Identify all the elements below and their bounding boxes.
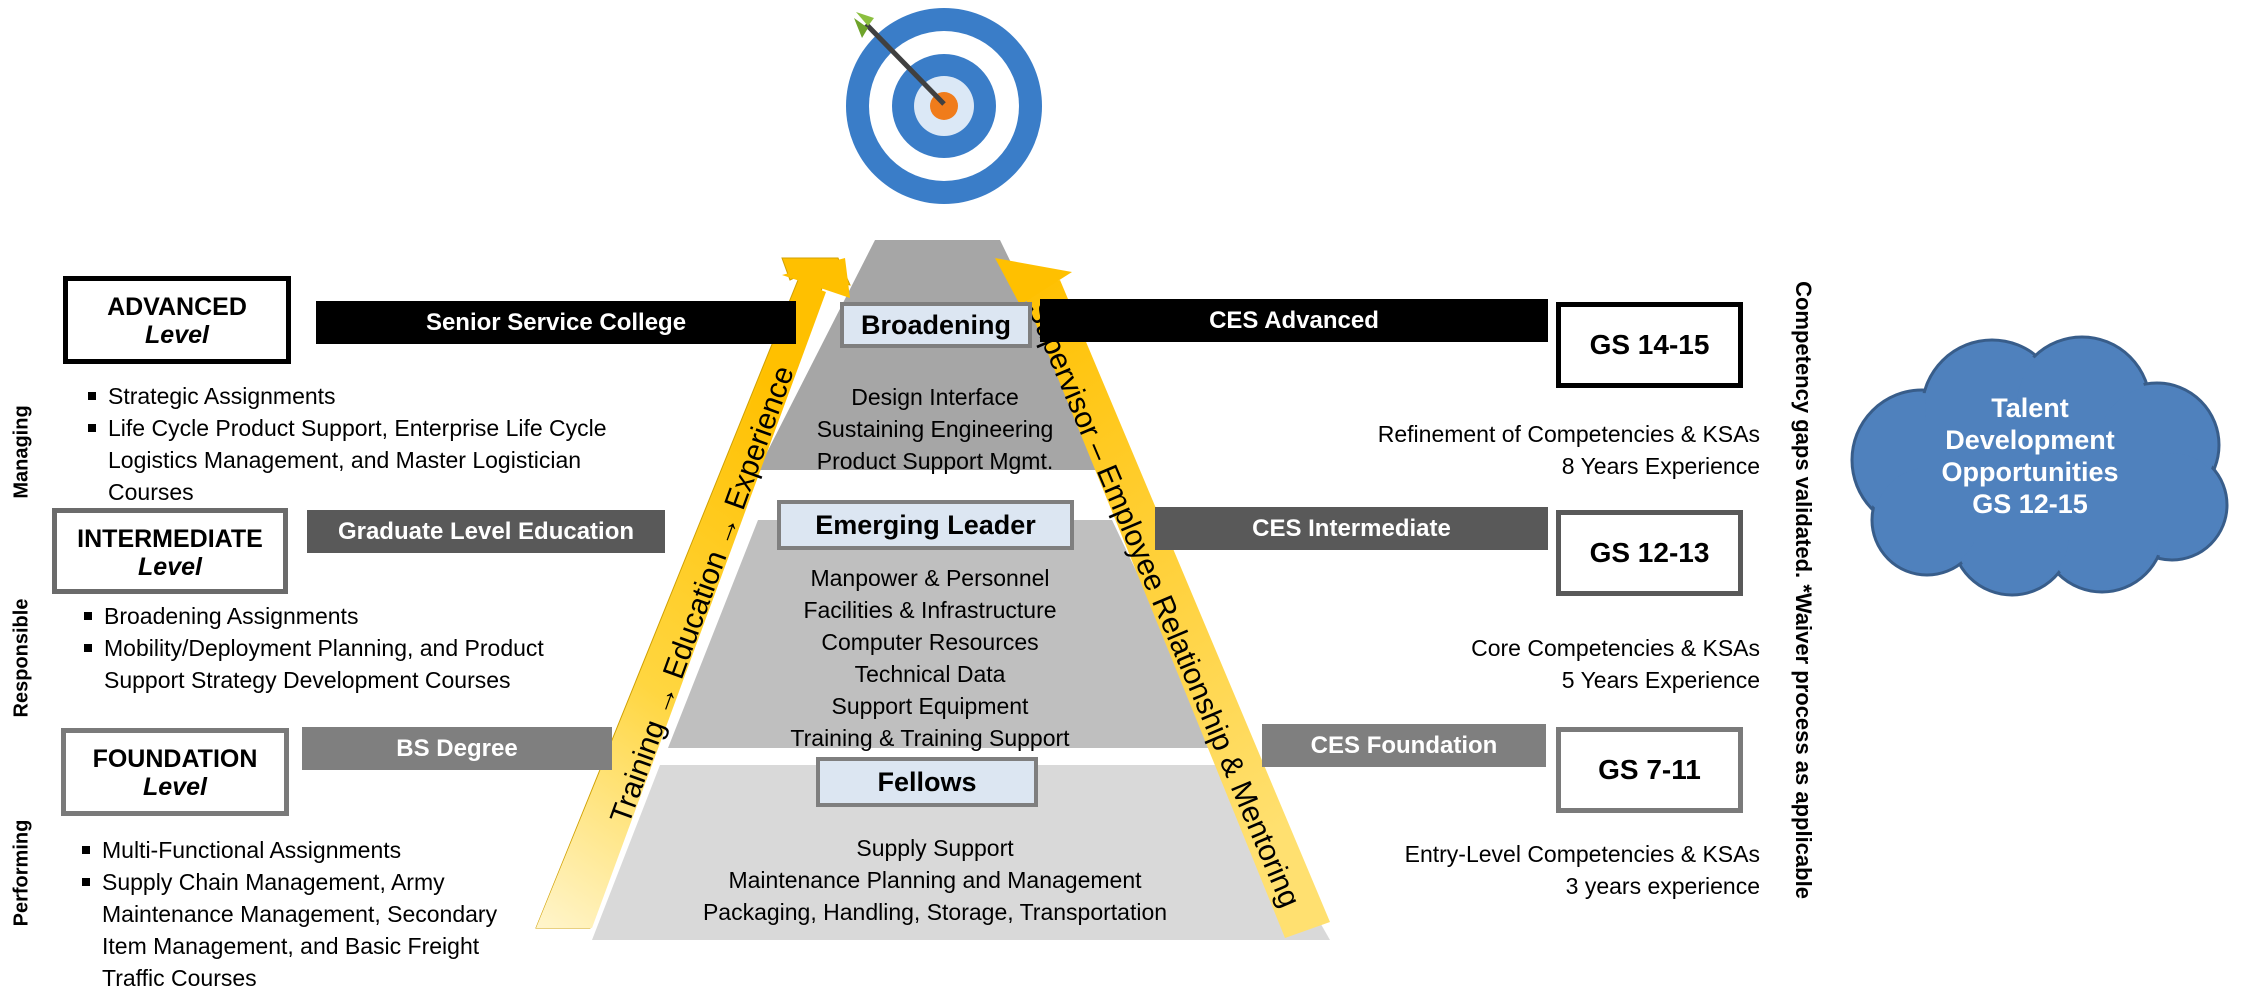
cloud-line: Development [1945, 425, 2115, 455]
cloud-line: Talent [1991, 393, 2069, 423]
ces-advanced-bar: CES Advanced [1040, 299, 1548, 342]
list-item: Facilities & Infrastructure [803, 597, 1057, 623]
gs-14-15-box: GS 14-15 [1556, 302, 1743, 388]
fellows-items: Supply Support Maintenance Planning and … [640, 832, 1230, 928]
senior-service-college-bar: Senior Service College [316, 301, 796, 344]
list-item: Supply Support [856, 835, 1014, 861]
emerging-leader-items: Manpower & Personnel Facilities & Infras… [740, 562, 1120, 754]
competency-text: Entry-Level Competencies & KSAs [1404, 841, 1760, 867]
competency-gaps-note: Competency gaps validated. *Waiver proce… [1791, 281, 1816, 899]
right-arrow-head [995, 258, 1072, 305]
level-title: FOUNDATION [92, 745, 258, 773]
list-item: Broadening Assignments [82, 600, 562, 632]
list-item: Sustaining Engineering [816, 416, 1054, 442]
advanced-assignments-list: Strategic Assignments Life Cycle Product… [86, 380, 646, 508]
level-title: ADVANCED [107, 293, 247, 321]
right-arrow-shaft [1023, 280, 1330, 938]
list-item: Mobility/Deployment Planning, and Produc… [82, 632, 562, 696]
competency-text: Refinement of Competencies & KSAs [1377, 421, 1760, 447]
side-label-managing: Managing [10, 405, 33, 499]
experience-text: 3 years experience [1565, 873, 1760, 899]
list-item: Design Interface [851, 384, 1019, 410]
target-icon [846, 8, 1042, 204]
left-arrow-head [782, 258, 850, 298]
foundation-assignments-list: Multi-Functional Assignments Supply Chai… [80, 834, 500, 994]
graduate-level-education-bar: Graduate Level Education [307, 510, 665, 553]
bs-degree-bar: BS Degree [302, 727, 612, 770]
list-item: Technical Data [854, 661, 1006, 687]
experience-text: 8 Years Experience [1561, 453, 1760, 479]
experience-text: 5 Years Experience [1561, 667, 1760, 693]
intermediate-level-box: INTERMEDIATE Level [52, 508, 288, 594]
cloud-line: Opportunities [1941, 457, 2119, 487]
list-item: Life Cycle Product Support, Enterprise L… [86, 412, 646, 508]
list-item: Strategic Assignments [86, 380, 646, 412]
gs-7-11-description: Entry-Level Competencies & KSAs 3 years … [1320, 838, 1760, 902]
list-item: Training & Training Support [790, 725, 1070, 751]
pyramid-middle-tier [668, 520, 1220, 748]
ces-intermediate-bar: CES Intermediate [1155, 507, 1548, 550]
list-item: Supply Chain Management, Army Maintenanc… [80, 866, 500, 994]
level-subtitle: Level [138, 553, 202, 581]
ces-foundation-bar: CES Foundation [1262, 724, 1546, 767]
gs-7-11-box: GS 7-11 [1556, 727, 1743, 813]
list-item: Maintenance Planning and Management [728, 867, 1142, 893]
side-label-performing: Performing [10, 819, 33, 927]
gs-12-13-description: Core Competencies & KSAs 5 Years Experie… [1320, 632, 1760, 696]
list-item: Product Support Mgmt. [816, 448, 1054, 474]
emerging-leader-label: Emerging Leader [777, 500, 1074, 550]
cloud-text: Talent Development Opportunities GS 12-1… [1880, 392, 2180, 520]
level-subtitle: Level [143, 773, 207, 801]
list-item: Manpower & Personnel [810, 565, 1050, 591]
level-subtitle: Level [145, 321, 209, 349]
side-label-responsible: Responsible [10, 598, 33, 718]
gs-14-15-description: Refinement of Competencies & KSAs 8 Year… [1320, 418, 1760, 482]
intermediate-assignments-list: Broadening Assignments Mobility/Deployme… [82, 600, 562, 696]
list-item: Computer Resources [821, 629, 1039, 655]
broadening-label: Broadening [840, 302, 1032, 348]
broadening-items: Design Interface Sustaining Engineering … [760, 381, 1110, 477]
cloud-line: GS 12-15 [1972, 489, 2088, 519]
advanced-level-box: ADVANCED Level [63, 276, 291, 364]
foundation-level-box: FOUNDATION Level [61, 728, 289, 816]
gs-12-13-box: GS 12-13 [1556, 510, 1743, 596]
list-item: Support Equipment [831, 693, 1029, 719]
fellows-label: Fellows [816, 757, 1038, 807]
level-title: INTERMEDIATE [77, 525, 263, 553]
competency-text: Core Competencies & KSAs [1471, 635, 1760, 661]
list-item: Packaging, Handling, Storage, Transporta… [702, 899, 1168, 925]
cloud-shape [1850, 335, 2229, 597]
list-item: Multi-Functional Assignments [80, 834, 500, 866]
pyramid-bottom-tier [592, 765, 1330, 940]
